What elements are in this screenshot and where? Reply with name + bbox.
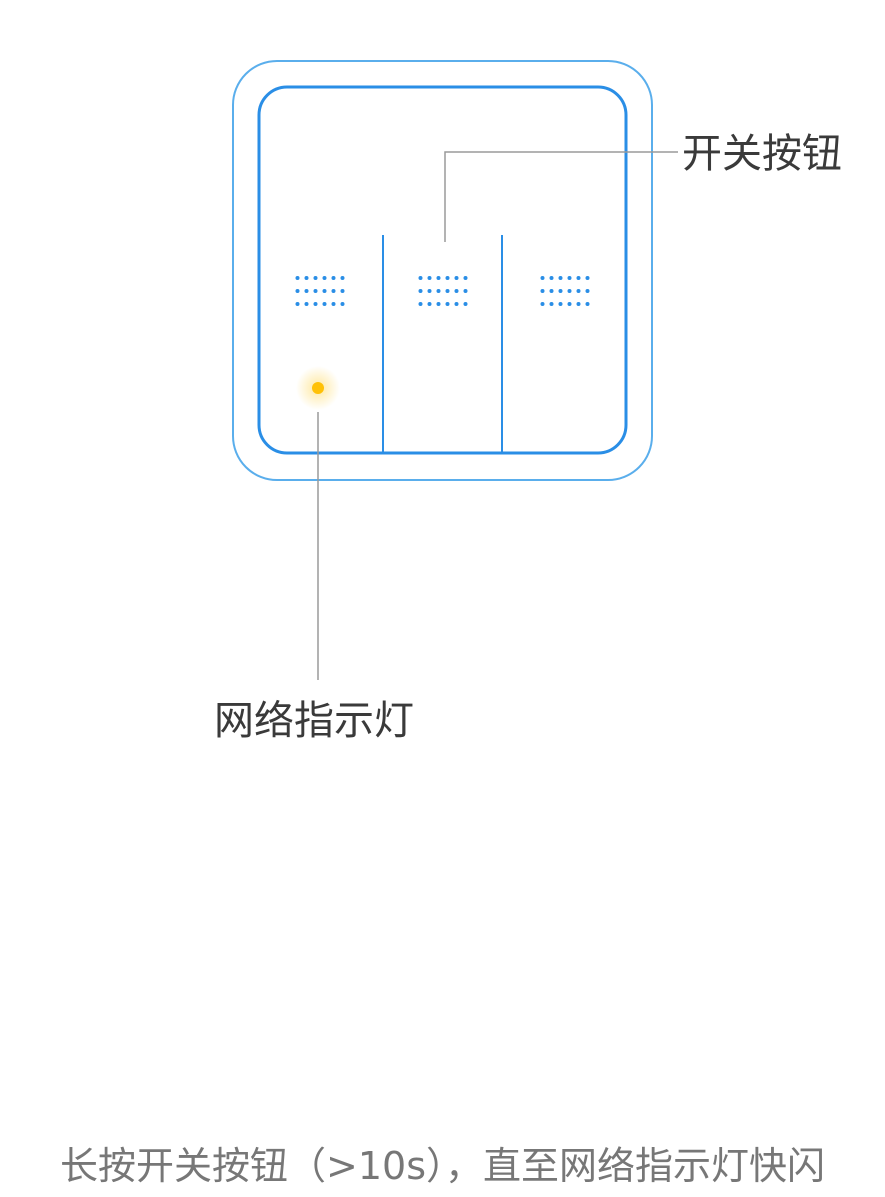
instruction-text: 长按开关按钮（>10s），直至网络指示灯快闪 bbox=[60, 1144, 825, 1188]
switch-button-label: 开关按钮 bbox=[682, 131, 842, 177]
network-indicator-light bbox=[312, 382, 324, 394]
panel-inner-face bbox=[257, 85, 628, 455]
switch-button-leader-line bbox=[444, 151, 678, 242]
key-3-dot-grid bbox=[540, 276, 590, 306]
key-2-dot-grid bbox=[418, 276, 468, 306]
network-indicator-label: 网络指示灯 bbox=[214, 698, 414, 744]
key-dot-grids bbox=[295, 276, 590, 306]
key-1-dot-grid bbox=[295, 276, 345, 306]
panel-outer-frame bbox=[232, 60, 653, 481]
